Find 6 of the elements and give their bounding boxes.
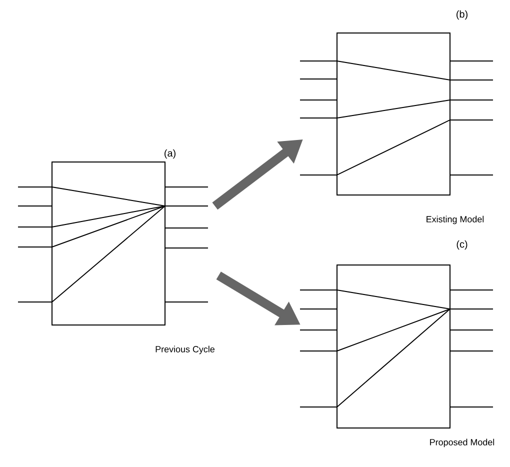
panel-label: (c) — [456, 240, 468, 250]
node-label: Previous Cycle — [156, 346, 214, 354]
node-label: Proposed Model — [430, 438, 494, 448]
panel-label: (b) — [456, 10, 468, 20]
node-label: Existing Model — [426, 216, 484, 224]
panel-label: (a) — [164, 149, 176, 159]
